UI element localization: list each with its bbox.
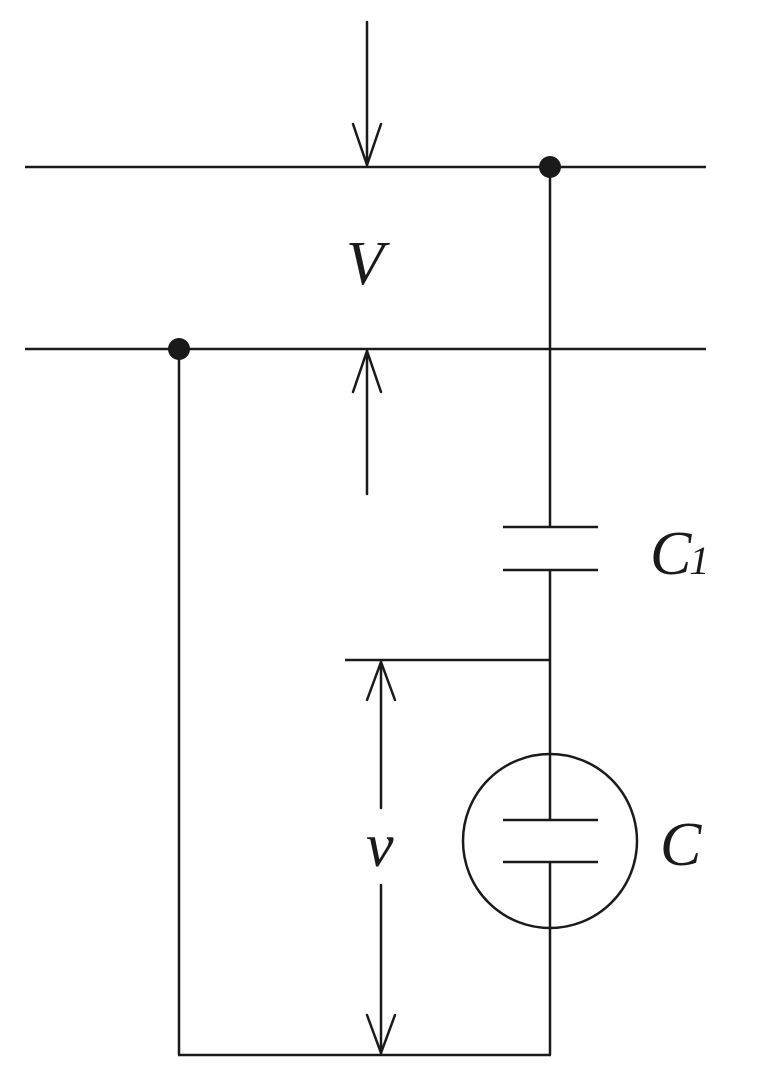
capacitor-c-label: C xyxy=(660,811,702,879)
voltage-v-lower-arrow xyxy=(365,660,397,1055)
voltage-v-upper-arrow xyxy=(351,20,383,167)
voltage-v-lower-label: v xyxy=(366,812,394,880)
capacitor-c1-label: C1 xyxy=(650,520,709,588)
voltage-v-upper-label: V xyxy=(346,230,390,298)
capacitor-c1 xyxy=(503,525,598,572)
voltage-v-lower-arrow xyxy=(351,349,383,496)
